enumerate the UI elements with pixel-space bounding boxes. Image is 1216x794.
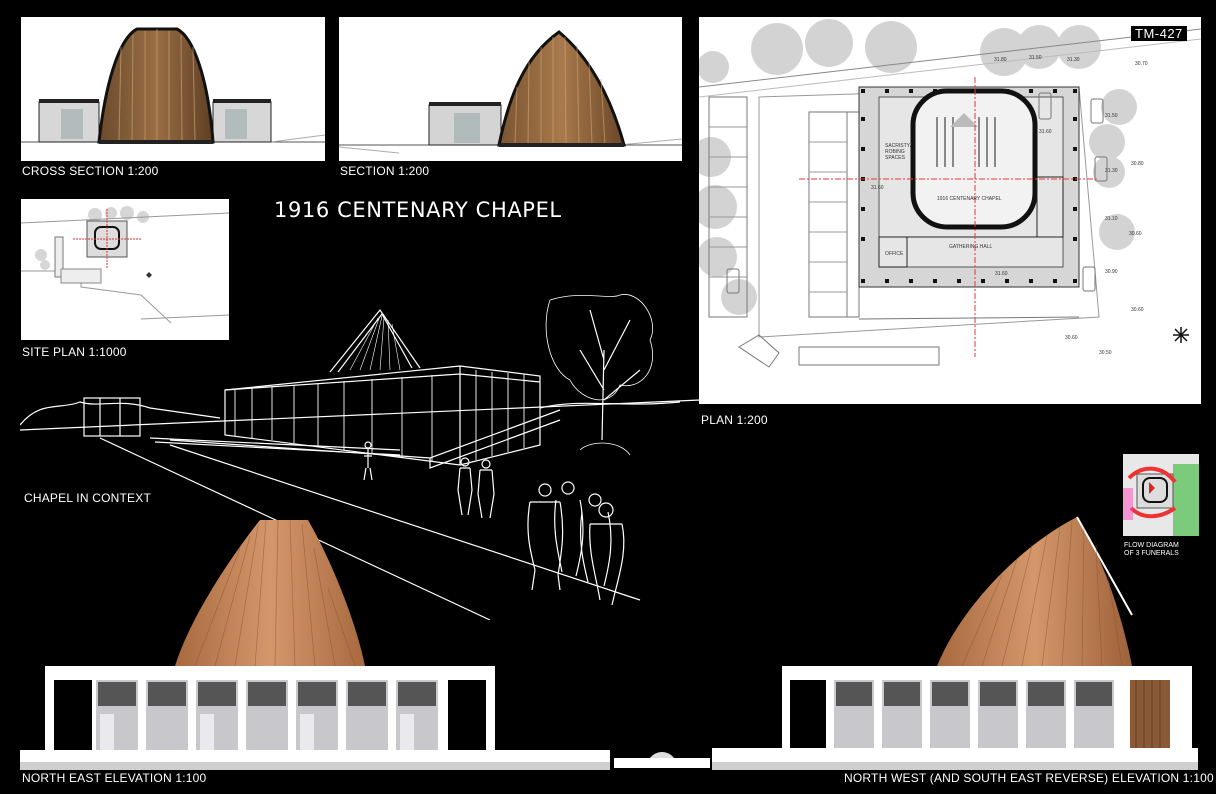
level-mark: 31.10 [1105,216,1118,222]
flow-diagram [1123,454,1199,536]
cross-section-label: CROSS SECTION 1:200 [22,164,159,178]
level-mark: 31.80 [994,57,1007,63]
context-label: CHAPEL IN CONTEXT [24,491,151,505]
north-east-elevation [20,518,610,770]
section-label: SECTION 1:200 [340,164,430,178]
cross-section-drawing [21,17,325,161]
level-mark: 31.60 [871,185,884,191]
north-east-elevation-label: NORTH EAST ELEVATION 1:100 [22,771,207,785]
ground-joint [614,748,710,768]
plan-drawing: SACRISTY/ ROBING SPACES 1916 CENTENARY C… [699,17,1201,404]
north-west-elevation-label: NORTH WEST (AND SOUTH EAST REVERSE) ELEV… [844,771,1214,785]
level-mark: 31.60 [1039,129,1052,135]
sheet-title: 1916 CENTENARY CHAPEL [274,198,562,222]
level-mark: 31.30 [1105,168,1118,174]
room-office: OFFICE [885,251,904,257]
level-mark: 31.60 [995,271,1008,277]
level-mark: 30.90 [1105,269,1118,275]
room-sacristy-line1: SACRISTY/ [885,143,912,149]
flow-diagram-caption-line2: OF 3 FUNERALS [1124,550,1179,557]
level-mark: 31.50 [1029,55,1042,61]
level-mark: 30.50 [1099,350,1112,356]
level-mark: 31.30 [1067,57,1080,63]
level-mark: 30.60 [1129,231,1142,237]
north-west-elevation [712,515,1198,770]
level-mark: 31.50 [1105,113,1118,119]
sheet-code: TM-427 [1131,26,1187,41]
site-plan-label: SITE PLAN 1:1000 [22,345,127,359]
flow-diagram-caption-line1: FLOW DIAGRAM [1124,542,1179,549]
level-mark: 30.60 [1065,335,1078,341]
level-mark: 30.70 [1135,61,1148,67]
room-chapel: 1916 CENTENARY CHAPEL [937,196,1002,202]
plan-label: PLAN 1:200 [701,413,768,427]
level-mark: 30.80 [1131,161,1144,167]
room-sacristy-line2: ROBING [885,149,905,155]
room-gathering-hall: GATHERING HALL [949,244,992,250]
context-sketch [20,290,700,620]
room-sacristy-line3: SPACES [885,155,906,161]
level-mark: 30.60 [1131,307,1144,313]
site-plan-drawing [21,199,229,340]
section-drawing [339,17,682,161]
